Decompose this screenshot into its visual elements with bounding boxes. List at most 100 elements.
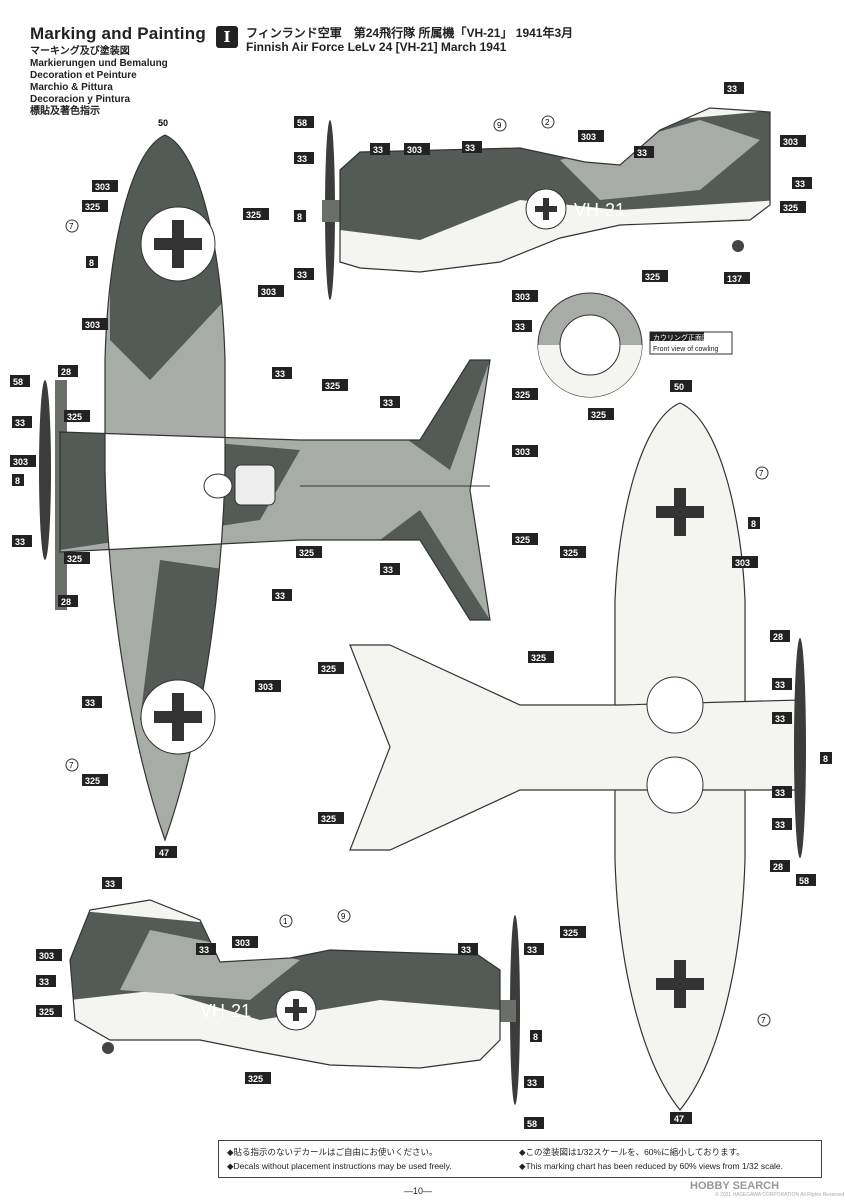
top-headrest [203,473,233,499]
bottom-gear-well-1 [646,676,704,734]
callout-side2-33b: 33 [36,975,56,987]
callout-bottom-325e: 325 [560,926,586,938]
callout-side1-58: 58 [294,116,314,128]
side2-outline [69,899,501,1069]
callout-bottom-325c: 325 [318,662,344,674]
svg-text:33: 33 [527,1078,537,1088]
svg-text:303: 303 [39,951,54,961]
callout-bottom-33c: 33 [772,786,792,798]
callout-side1-137: 137 [724,272,750,284]
svg-text:7: 7 [69,761,74,770]
svg-text:325: 325 [39,1007,54,1017]
note-en-right: ◆This marking chart has been reduced by … [519,1161,784,1171]
watermark: HOBBY SEARCH [690,1180,780,1192]
callout-side1-33c: 33 [370,143,390,155]
svg-text:303: 303 [258,682,273,692]
svg-text:325: 325 [321,664,336,674]
cowling-label-jp: カウリング正面図 [653,333,709,342]
svg-text:2: 2 [545,118,550,127]
title-de: Markierungen und Bemalung [30,58,168,69]
callout-bottom-33b: 33 [772,712,792,724]
variant-badge: I [216,26,238,48]
callout-side1-8: 8 [294,210,306,222]
svg-text:303: 303 [261,287,276,297]
callout-side2-325a: 325 [36,1005,62,1017]
svg-text:325: 325 [591,410,606,420]
callout-bottom-325a: 325 [560,546,586,558]
svg-text:325: 325 [85,202,100,212]
svg-text:8: 8 [15,476,20,486]
svg-text:33: 33 [465,143,475,153]
callout-top-33f: 33 [272,589,292,601]
svg-text:33: 33 [105,879,115,889]
svg-text:8: 8 [751,519,756,529]
svg-text:33: 33 [795,179,805,189]
top-propeller-blades [39,380,51,560]
svg-text:33: 33 [39,977,49,987]
svg-text:58: 58 [297,118,307,128]
callout-side1-303b: 303 [578,130,604,142]
svg-text:47: 47 [674,1114,684,1124]
svg-text:303: 303 [13,457,28,467]
top-wing-outline [104,134,226,842]
callout-side2-33a: 33 [102,877,122,889]
cowling-label-en: Front view of cowling [653,346,718,353]
callout-side1-33g: 33 [792,177,812,189]
callout-bottom-325d: 325 [318,812,344,824]
page-title: Marking and Painting [30,24,206,43]
callout-top-325e: 325 [512,388,538,400]
variant-title-jp: フィンランド空軍 第24飛行隊 所属機「VH-21」 1941年3月 [246,26,574,40]
svg-text:303: 303 [407,145,422,155]
callout-boxes: 50 47 8 8 58 28 28 303 303 303 303 303 3… [10,82,832,1129]
svg-text:33: 33 [527,945,537,955]
callout-side2-33d: 33 [458,943,478,955]
top-cross-left [154,220,202,268]
callout-top-tail: 47 [155,846,177,858]
callout-side1-33b: 33 [294,268,314,280]
svg-text:325: 325 [325,381,340,391]
svg-text:8: 8 [823,754,828,764]
svg-text:325: 325 [563,928,578,938]
callout-side2-325b: 325 [245,1072,271,1084]
svg-text:7: 7 [759,469,764,478]
callout-bottom-58: 58 [796,874,816,886]
callout-side1-325a: 325 [780,201,806,213]
svg-text:28: 28 [773,632,783,642]
callout-top-28b: 28 [58,595,78,607]
svg-text:303: 303 [783,137,798,147]
callout-side2-8: 8 [530,1030,542,1042]
svg-text:33: 33 [727,84,737,94]
bottom-gear-well-2 [646,756,704,814]
svg-text:33: 33 [637,148,647,158]
svg-text:7: 7 [69,222,74,231]
bottom-propeller [794,638,806,858]
svg-text:50: 50 [158,118,168,128]
callout-top-33a: 33 [12,416,32,428]
svg-text:58: 58 [13,377,23,387]
svg-text:303: 303 [235,938,250,948]
top-fuselage-outline [59,359,491,621]
top-cockpit [234,464,276,506]
side2-code: VH-21 [200,1001,251,1021]
side2-camo-light [120,930,300,1000]
callout-side1-9: 9 [493,118,507,132]
side1-tailwheel [732,240,744,252]
svg-text:33: 33 [85,698,95,708]
callout-top-7a: 7 [65,219,79,233]
svg-text:325: 325 [515,535,530,545]
svg-text:325: 325 [67,554,82,564]
callout-side1-303a: 303 [404,143,430,155]
svg-text:33: 33 [775,788,785,798]
callout-top-303d: 303 [10,455,36,467]
svg-text:47: 47 [159,848,169,858]
title-cn: 標貼及著色指示 [30,106,100,117]
svg-text:33: 33 [775,714,785,724]
callout-side1-325b: 325 [642,270,668,282]
svg-text:33: 33 [275,591,285,601]
bottom-fuselage [349,644,801,851]
svg-text:7: 7 [761,1016,766,1025]
callout-top-33g: 33 [82,696,102,708]
side2-tailwheel [102,1042,114,1054]
callout-bottom-325b: 325 [528,651,554,663]
callout-side2-33f: 33 [524,1076,544,1088]
